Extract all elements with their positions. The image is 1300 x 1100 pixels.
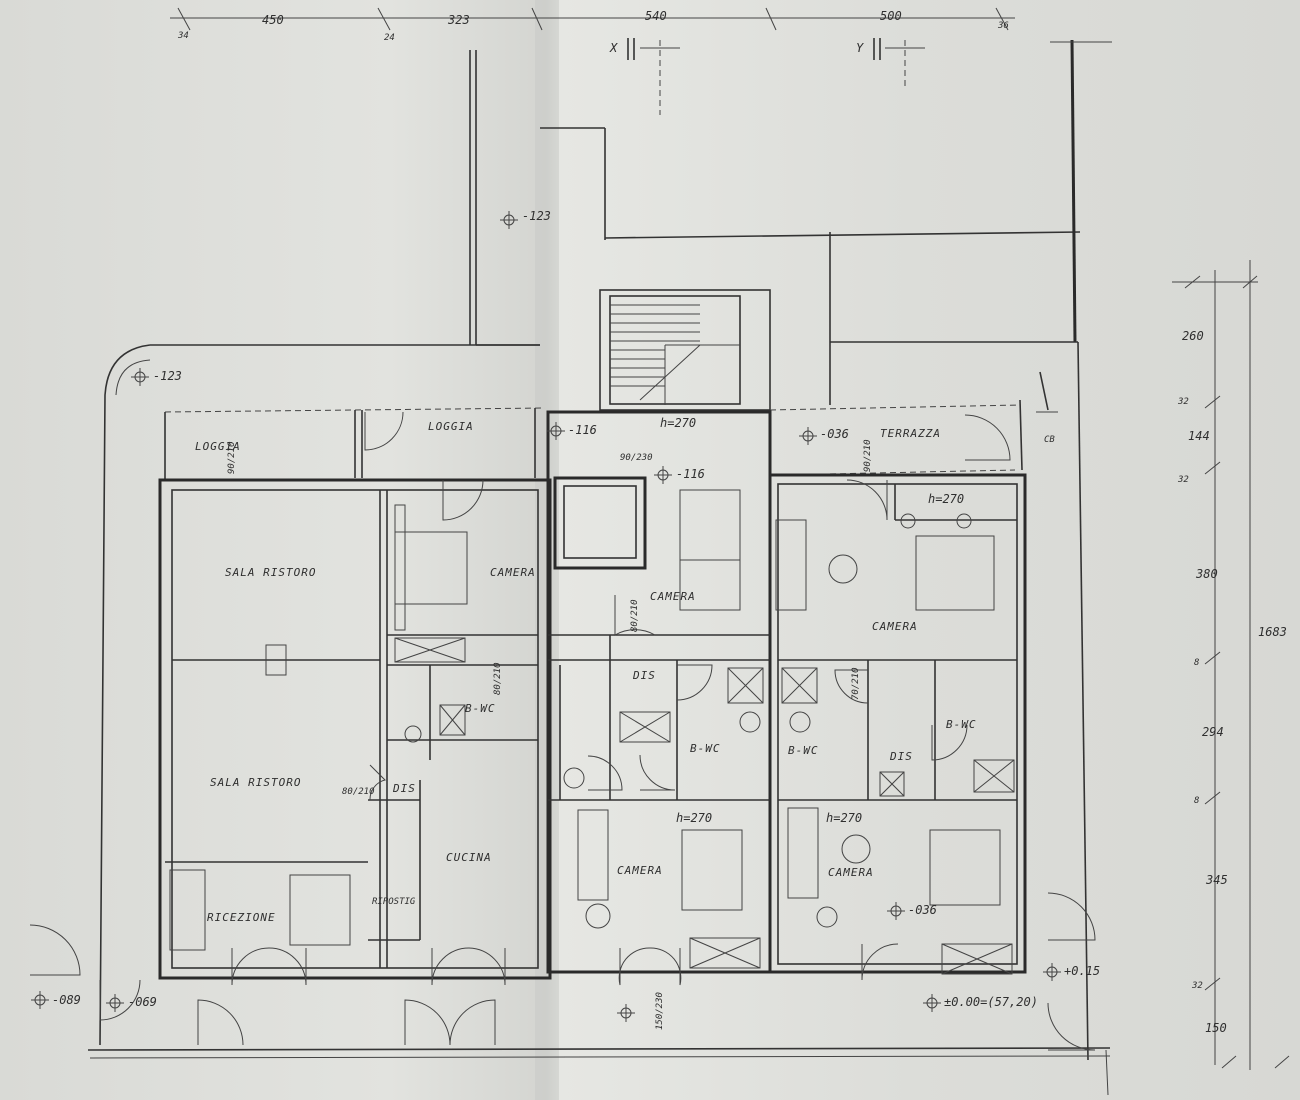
right-dim-1: 260: [1182, 329, 1204, 343]
right-dim-4: 32: [1177, 475, 1189, 485]
room-camera-2: CAMERA: [650, 590, 696, 603]
room-sala-ristoro-bottom: SALA RISTORO: [210, 776, 301, 789]
right-dim-7: 294: [1202, 725, 1224, 739]
door-size-5: 80/210: [342, 787, 375, 797]
level-label-7: -089: [52, 993, 81, 1007]
room-dis-left: DIS: [392, 782, 416, 795]
room-dis-center: DIS: [632, 669, 656, 682]
right-dim-9: 345: [1205, 873, 1228, 887]
level-label-5: -036: [820, 427, 849, 441]
level-label-9: +0.15: [1064, 964, 1100, 978]
level-markers: -123 -123 -116 -116 -036 -036 -089 -069 …: [31, 209, 1100, 1022]
right-dim-11: 150: [1205, 1021, 1227, 1035]
door-size-4: 80/210: [630, 599, 640, 632]
door-size-3: 90/230: [620, 453, 653, 463]
room-loggia-left: LOGGIA: [195, 440, 241, 453]
room-bwc-1: B-WC: [465, 702, 496, 715]
level-label-4: -116: [676, 467, 705, 481]
door-size-1: 90/210: [227, 441, 237, 474]
top-small-dim-3: 36: [997, 21, 1009, 31]
door-size-8: 150/230: [655, 992, 665, 1030]
room-camera-4: CAMERA: [617, 864, 663, 877]
level-label-8: -069: [128, 995, 157, 1009]
room-camera-5: CAMERA: [828, 866, 874, 879]
room-camera-1: CAMERA: [490, 566, 536, 579]
interior-walls: [165, 484, 1017, 968]
level-label-2: -123: [153, 369, 182, 383]
door-size-notes: 90/210 80/210 90/230 80/210 80/210 90/21…: [227, 439, 873, 1030]
top-dim-1: 450: [262, 13, 284, 27]
room-camera-3: CAMERA: [872, 620, 918, 633]
door-size-7: 70/210: [851, 667, 861, 700]
room-bwc-2: B-WC: [690, 742, 721, 755]
top-dimension-chain: 450 323 540 500 34 24 36: [170, 7, 1015, 43]
room-ripostiglio: RIPOSTIG: [372, 897, 416, 907]
right-dimension-chain: 1683 260 32 144 32 380 8 294 8 345 32 15…: [1172, 260, 1290, 1070]
level-label-6: -036: [908, 903, 937, 917]
height-notes: h=270 h=270 h=270 h=270: [660, 416, 964, 825]
room-ricezione: RICEZIONE: [207, 911, 276, 924]
section-mark-x: X: [609, 41, 618, 55]
room-bwc-3: B-WC: [788, 744, 819, 757]
room-cucina: CUCINA: [446, 851, 492, 864]
height-note-4: h=270: [826, 811, 862, 825]
right-total-dim: 1683: [1258, 625, 1287, 639]
height-note-2: h=270: [928, 492, 964, 506]
exterior-walls: [158, 410, 1027, 980]
door-size-2: 80/210: [493, 662, 503, 695]
room-sala-ristoro-top: SALA RISTORO: [225, 566, 316, 579]
room-bwc-4: B-WC: [946, 718, 977, 731]
furniture: [169, 489, 1015, 975]
right-dim-6: 8: [1194, 658, 1199, 668]
right-dim-5: 380: [1195, 567, 1218, 581]
right-dim-8: 8: [1194, 796, 1199, 806]
room-dis-right: DIS: [889, 750, 913, 763]
right-dim-3: 144: [1188, 429, 1210, 443]
door-swings: [29, 411, 1096, 1051]
top-small-dim-1: 34: [177, 31, 189, 41]
level-label-3: -116: [568, 423, 597, 437]
right-dim-10: 32: [1191, 981, 1203, 991]
door-size-6: 90/210: [863, 439, 873, 472]
staircase: [599, 289, 771, 411]
section-marks: X Y: [609, 38, 925, 115]
top-dim-2: 323: [447, 13, 470, 27]
height-note-1: h=270: [660, 416, 696, 430]
room-labels: LOGGIA LOGGIA TERRAZZA SALA RISTORO SALA…: [195, 420, 977, 924]
level-label-1: -123: [522, 209, 551, 223]
cb-label: CB: [1044, 435, 1055, 445]
level-label-10: ±0.00=(57,20): [944, 995, 1038, 1009]
height-note-3: h=270: [676, 811, 712, 825]
right-dim-2: 32: [1177, 397, 1189, 407]
top-dim-4: 500: [880, 9, 902, 23]
room-loggia-center: LOGGIA: [428, 420, 474, 433]
cb-mark: CB: [1036, 371, 1058, 445]
top-small-dim-2: 24: [384, 33, 395, 43]
room-terrazza: TERRAZZA: [880, 427, 941, 440]
section-mark-y: Y: [856, 41, 864, 55]
top-dim-3: 540: [645, 9, 667, 23]
